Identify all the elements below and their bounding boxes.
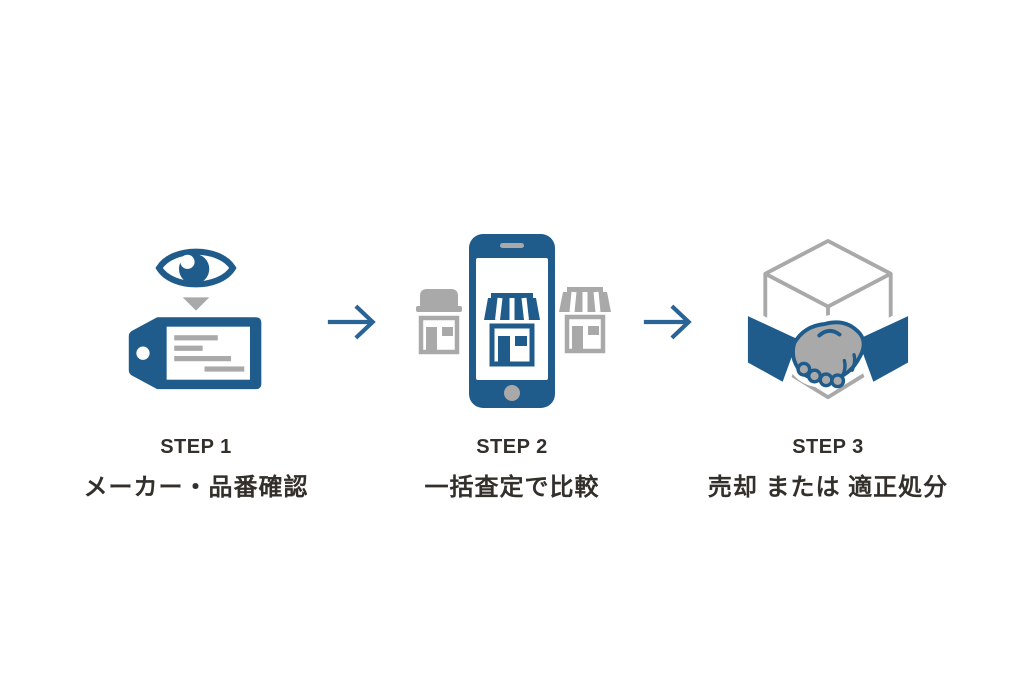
right-arrow-icon — [643, 304, 692, 340]
step-1: STEP 1 メーカー・品番確認 — [73, 232, 319, 502]
step-2-title: 一括査定で比較 — [424, 474, 600, 501]
handshake-box-icon — [746, 238, 910, 400]
step-1-icon-zone — [125, 232, 267, 410]
process-flow: STEP 1 メーカー・品番確認 — [73, 232, 951, 502]
step-2-label: STEP 2 — [476, 436, 548, 458]
eye-price-tag-icon — [128, 248, 262, 390]
step-3: STEP 3 売却 または 適正処分 — [705, 232, 951, 502]
step-2-icon-zone — [412, 232, 612, 410]
step-1-title: メーカー・品番確認 — [83, 474, 309, 501]
step-3-title: 売却 または 適正処分 — [707, 474, 949, 501]
right-arrow-icon — [327, 304, 376, 340]
step-3-icon-zone — [746, 232, 910, 410]
step-2: STEP 2 一括査定で比較 — [389, 232, 635, 502]
step-3-label: STEP 3 — [792, 436, 864, 458]
flow-arrow-1 — [319, 301, 389, 343]
phone-storefronts-icon — [412, 234, 612, 408]
step-1-label: STEP 1 — [160, 436, 232, 458]
flow-arrow-2 — [635, 301, 705, 343]
